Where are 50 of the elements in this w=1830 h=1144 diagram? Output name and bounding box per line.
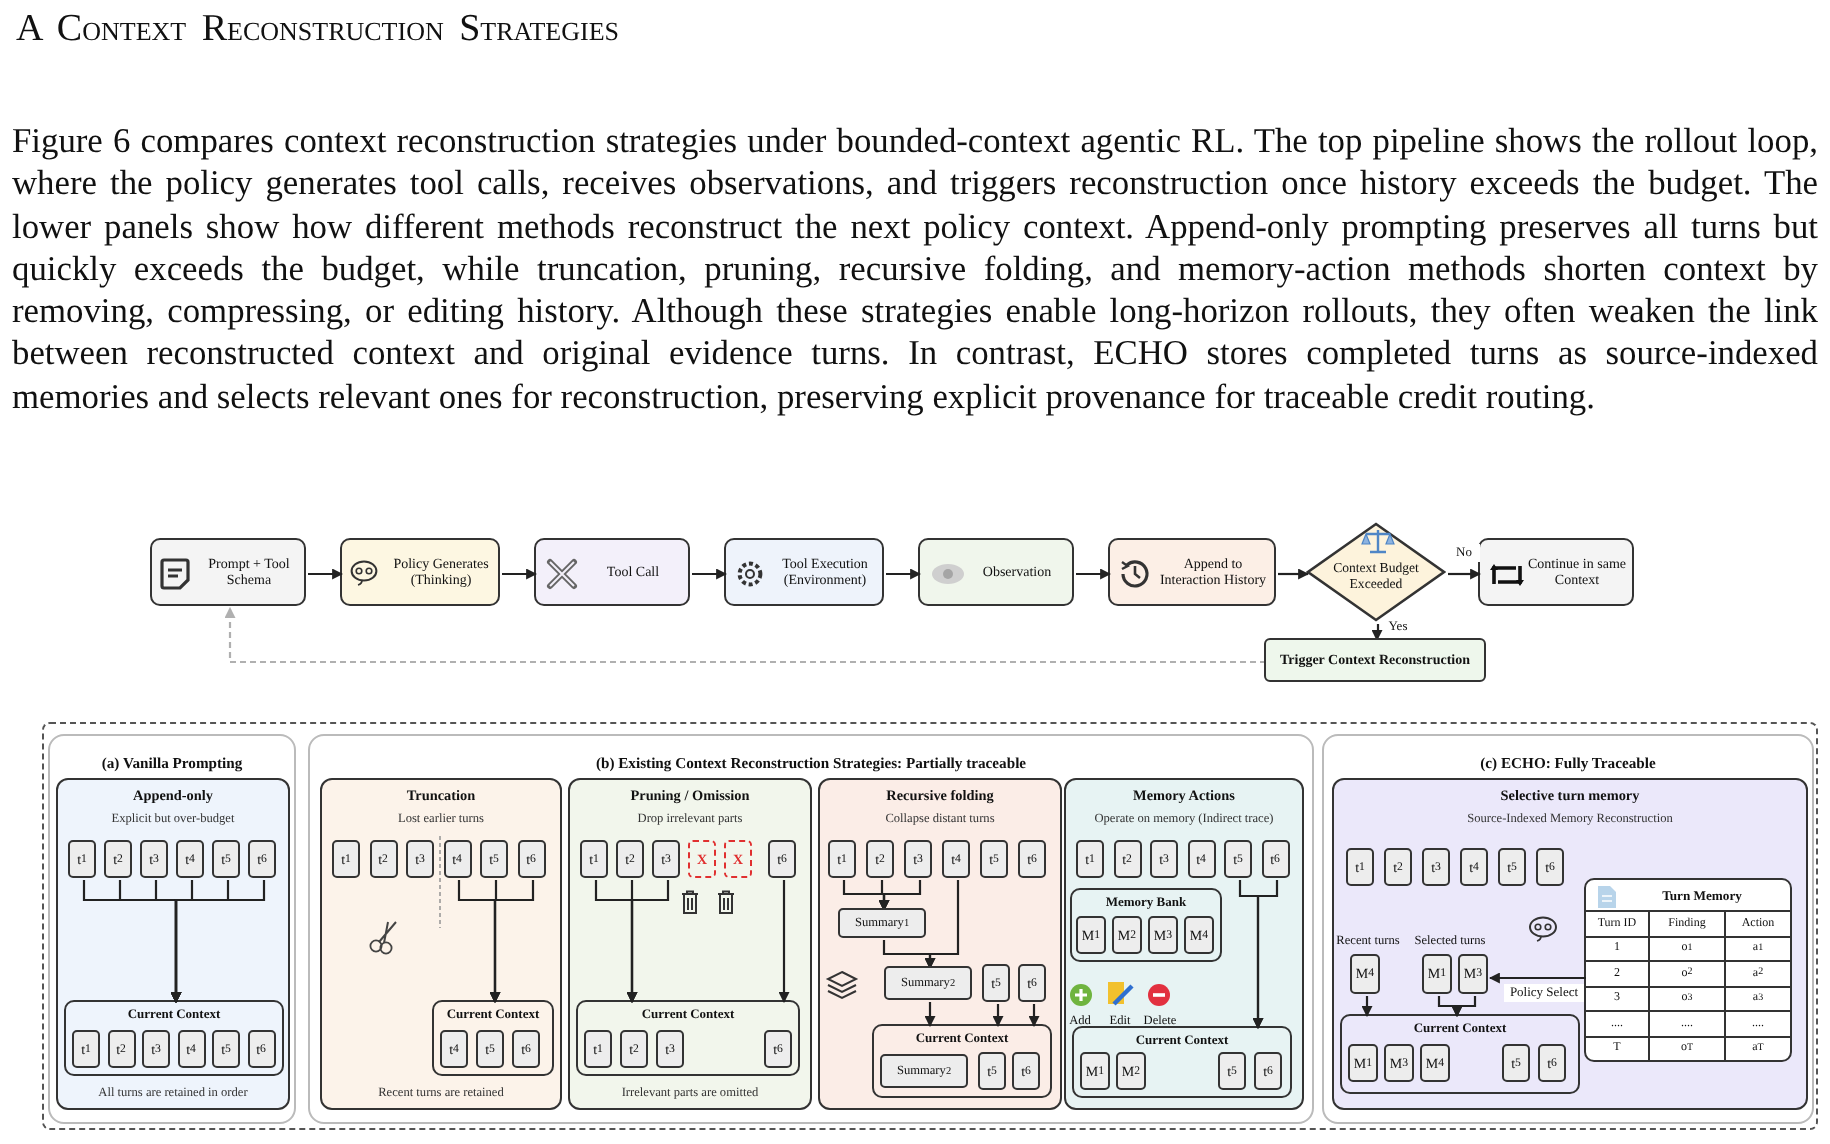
arrow xyxy=(1278,568,1310,580)
strategy-card xyxy=(1332,778,1808,1110)
arrow xyxy=(992,1004,1004,1028)
arrow xyxy=(924,880,960,970)
arrow xyxy=(170,880,266,1004)
arrow xyxy=(924,1002,936,1028)
arrow xyxy=(778,880,790,1004)
panel-frame xyxy=(308,734,1314,1124)
strategy-card xyxy=(818,778,1062,1110)
body-paragraph: Figure 6 compares context reconstruction strategies under bounded-context agentic RL. The top pipeline shows the rollout loop, where the policy generates tool calls, receives observations, and triggers reconstruction once history exceeds the budget. The lower panels show how different methods reconstruct the next policy context. Append-only prompting preserves all turns but quickly exceeds the budget, while truncation, pruning, recursive folding, and memory-action methods shorten context by removing, compressing, or editing history. Although these strategies enable long-horizon rollouts, they often weaken the link between reconstructed context and original evidence turns. In contrast, ECHO stores completed turns as source-indexed memories and selects relevant ones for reconstruction, preserving explicit provenance for traceable credit routing. xyxy=(12,120,1818,419)
section-heading: A Context Reconstruction Strategies xyxy=(16,8,619,52)
strategy-card xyxy=(1064,778,1304,1110)
arrow xyxy=(308,568,344,580)
decision-diamond xyxy=(1306,522,1446,622)
arrow xyxy=(886,568,922,580)
arrow xyxy=(502,568,538,580)
arrow xyxy=(692,568,728,580)
arrow xyxy=(1076,568,1112,580)
arrow xyxy=(1361,996,1373,1018)
context-box xyxy=(1072,1026,1292,1098)
arrow xyxy=(1451,996,1477,1018)
context-box xyxy=(1340,1014,1580,1094)
arrow xyxy=(878,880,922,912)
process-box xyxy=(1478,538,1634,606)
process-box xyxy=(724,538,884,606)
context-box xyxy=(432,1000,554,1076)
arrow xyxy=(1028,1004,1040,1028)
dashed-arrow xyxy=(224,606,1266,664)
strategy-card xyxy=(320,778,562,1110)
arrow xyxy=(489,880,535,1004)
memory-bank-box xyxy=(1070,888,1222,962)
memory-table xyxy=(1584,878,1792,1062)
arrow xyxy=(1371,624,1383,642)
arrow xyxy=(626,880,670,1004)
process-box xyxy=(918,538,1074,606)
context-box xyxy=(64,1000,284,1076)
panel-frame xyxy=(48,734,296,1124)
context-box xyxy=(872,1024,1052,1098)
process-box xyxy=(150,538,306,606)
process-box xyxy=(340,538,500,606)
arrow xyxy=(1448,568,1482,580)
panel-frame xyxy=(1322,734,1814,1124)
arrow xyxy=(1252,880,1279,1030)
process-box xyxy=(534,538,690,606)
strategy-card xyxy=(56,778,290,1110)
context-box xyxy=(576,1000,800,1076)
process-box xyxy=(1108,538,1276,606)
arrow xyxy=(1488,972,1586,984)
dashed-frame xyxy=(42,722,1818,1130)
strategy-card xyxy=(568,778,812,1110)
